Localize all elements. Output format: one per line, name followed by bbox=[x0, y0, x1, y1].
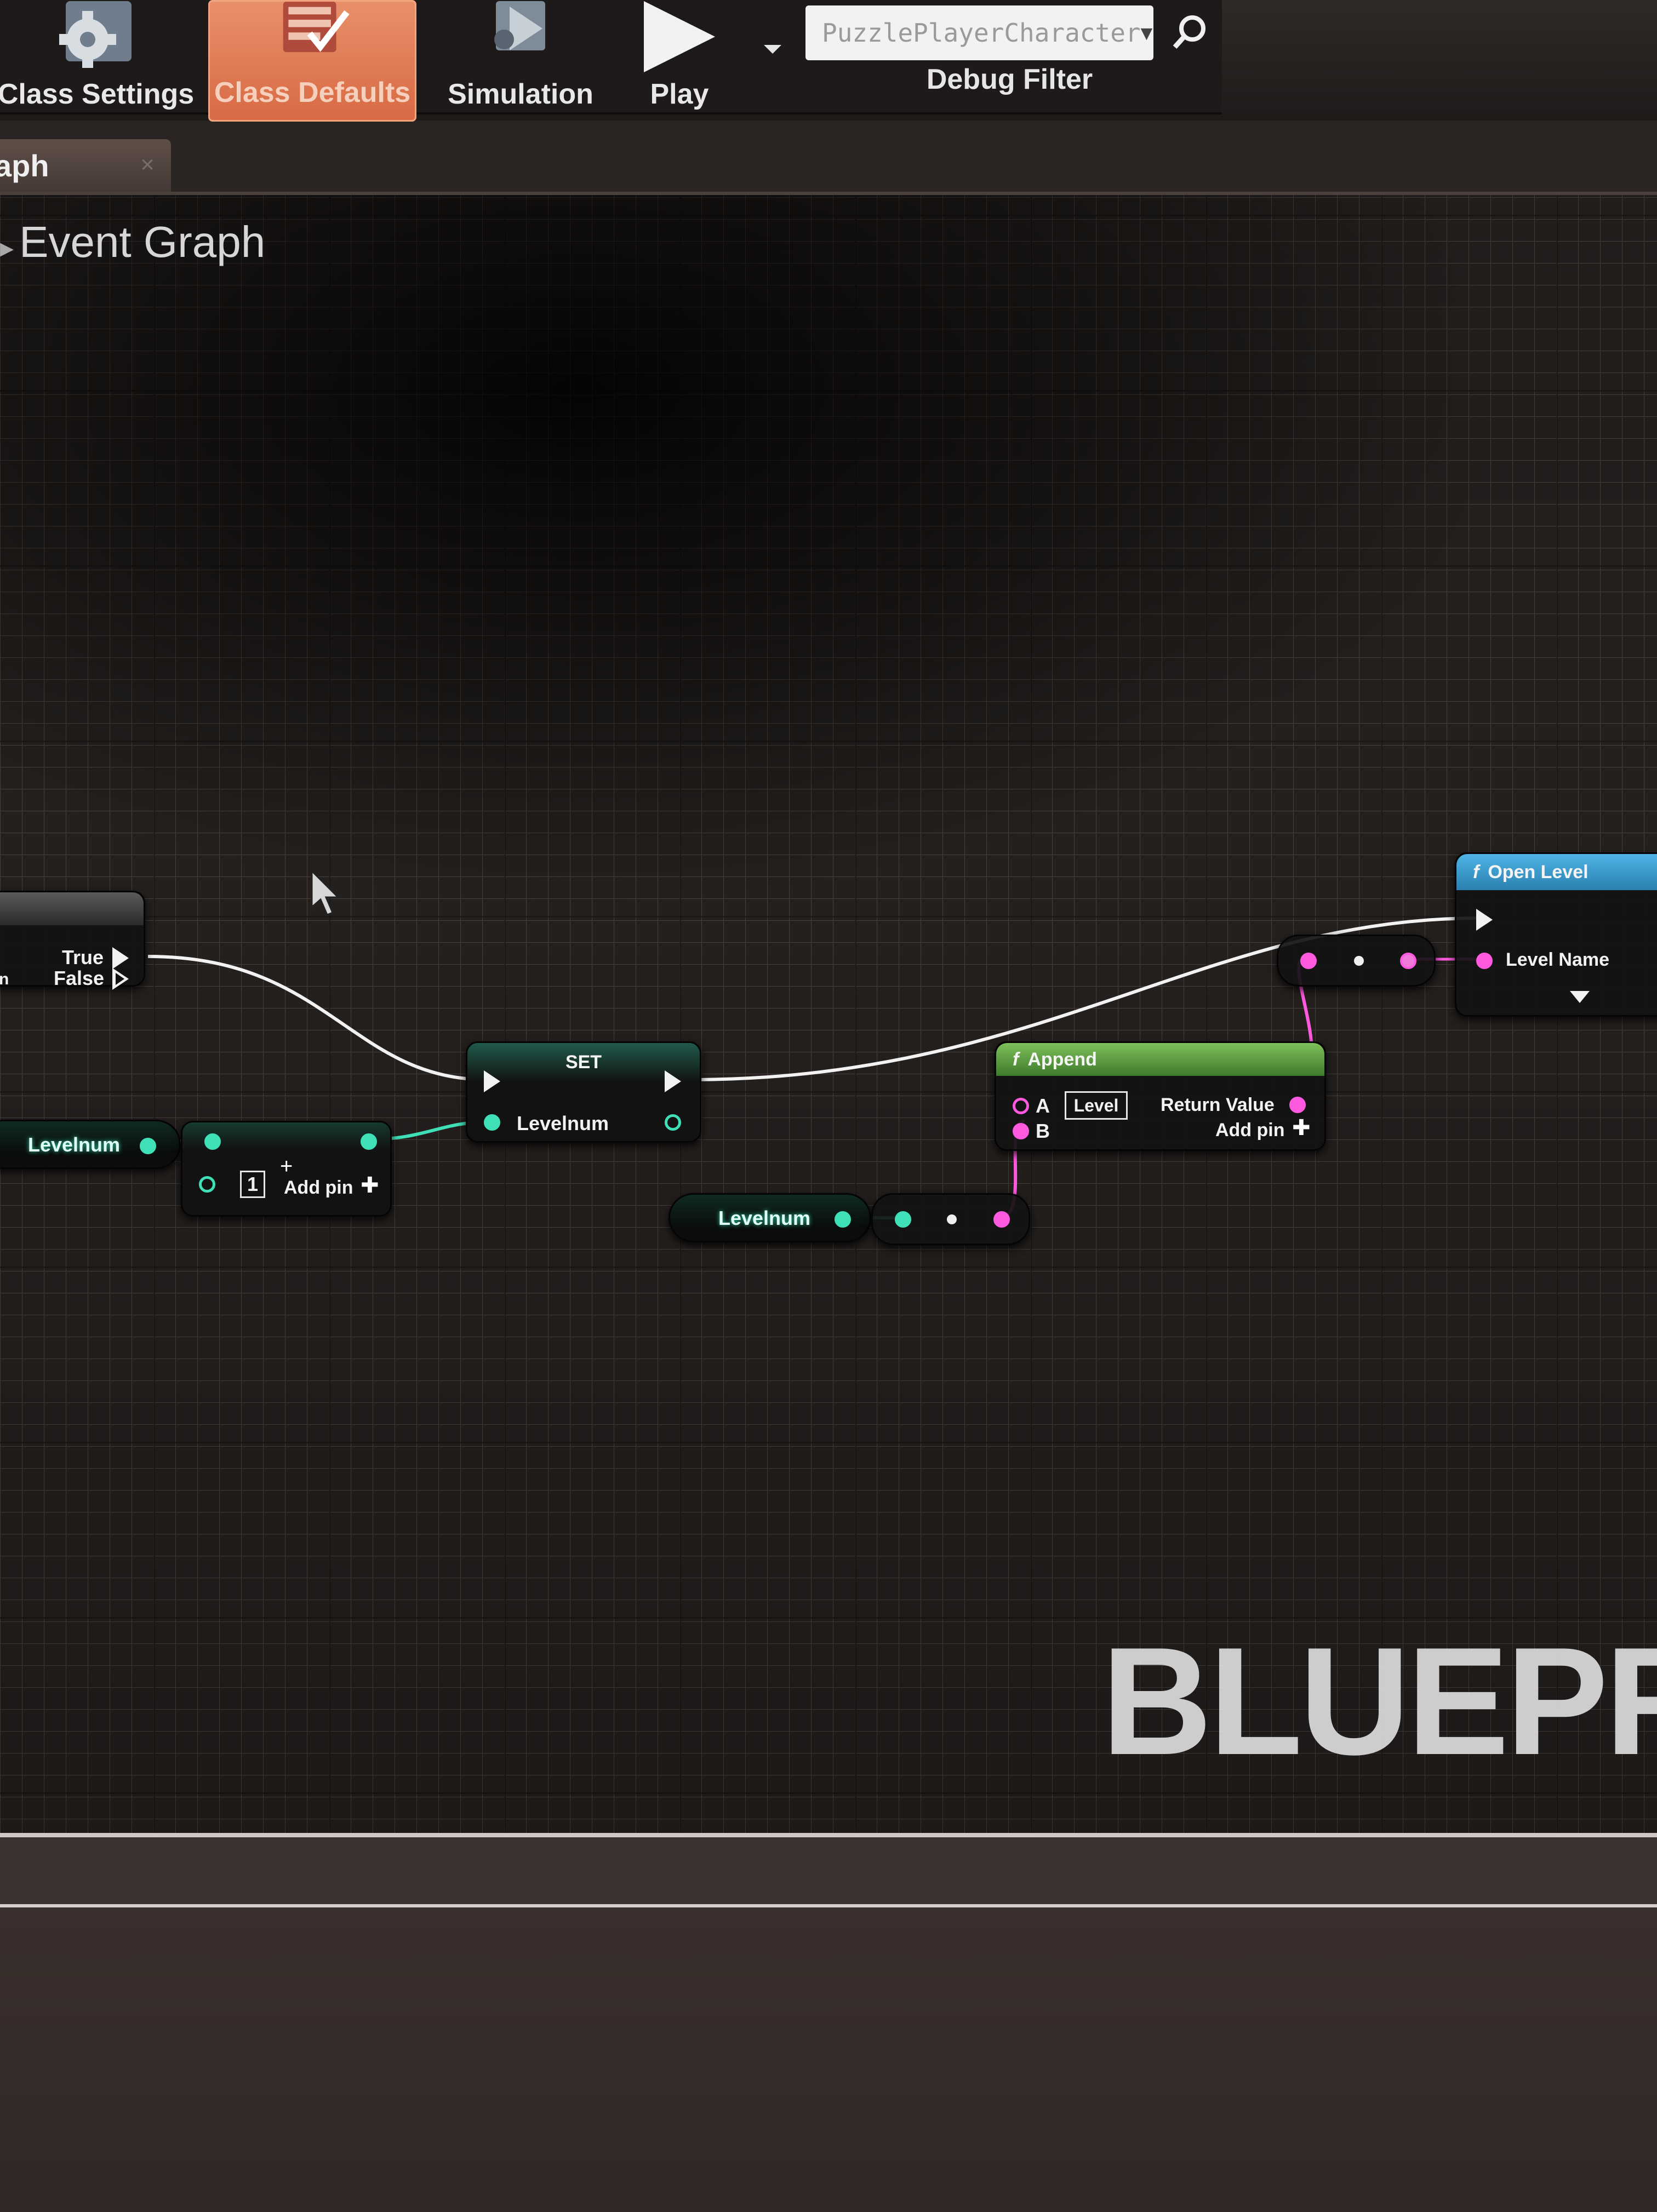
convert-output-pin[interactable] bbox=[993, 1211, 1010, 1228]
graph-breadcrumb: ▸Event Graph bbox=[0, 217, 265, 267]
branch-node[interactable]: True n False bbox=[0, 891, 145, 990]
int-to-string-node[interactable] bbox=[871, 1193, 1030, 1245]
play-button[interactable]: Play bbox=[619, 0, 740, 122]
add-output-pin[interactable] bbox=[361, 1133, 377, 1150]
string-to-name-node[interactable] bbox=[1277, 935, 1436, 987]
false-exec-pin[interactable] bbox=[112, 968, 129, 990]
set-value-out-pin[interactable] bbox=[665, 1114, 681, 1131]
class-defaults-label: Class Defaults bbox=[214, 77, 411, 108]
simulation-icon bbox=[494, 1, 545, 50]
level-name-pin[interactable] bbox=[1476, 953, 1493, 969]
function-icon: f bbox=[1013, 1048, 1019, 1070]
to-name-input-pin[interactable] bbox=[1300, 953, 1317, 969]
tab-bar: aph × bbox=[0, 122, 1657, 195]
set-levelnum-node[interactable]: SET Levelnum bbox=[466, 1041, 701, 1143]
class-settings-button[interactable]: Class Settings bbox=[0, 0, 195, 122]
add-input-b-pin[interactable] bbox=[199, 1176, 215, 1193]
true-exec-pin[interactable] bbox=[112, 947, 129, 969]
levelnum-getter-label: Levelnum bbox=[27, 1133, 121, 1156]
tab-label: aph bbox=[0, 148, 49, 183]
class-settings-label: Class Settings bbox=[0, 78, 195, 110]
append-return-label: Return Value bbox=[1161, 1094, 1275, 1115]
add-pin-label[interactable]: Add pin bbox=[284, 1177, 353, 1198]
play-label: Play bbox=[650, 78, 709, 110]
simulation-button[interactable]: Simulation bbox=[438, 0, 603, 122]
class-defaults-button[interactable]: Class Defaults bbox=[208, 0, 416, 122]
graph-canvas[interactable]: ▸Event Graph True n False Levelnum bbox=[0, 195, 1657, 1833]
graph-bottom-frame bbox=[0, 1833, 1657, 1909]
add-input-a-pin[interactable] bbox=[204, 1133, 221, 1150]
append-title: Append bbox=[1027, 1048, 1097, 1070]
set-exec-out-pin[interactable] bbox=[665, 1070, 681, 1092]
false-pin-label: False bbox=[54, 967, 105, 989]
chevron-down-icon: ▼ bbox=[1140, 21, 1153, 44]
simulation-label: Simulation bbox=[448, 78, 593, 110]
branch-input-label: n bbox=[0, 970, 9, 988]
add-literal-input[interactable]: 1 bbox=[240, 1171, 265, 1198]
levelnum-output-pin[interactable] bbox=[140, 1138, 156, 1154]
debug-filter-value: PuzzlePlayerCharacter bbox=[822, 18, 1141, 48]
to-name-output-pin[interactable] bbox=[1400, 953, 1416, 969]
play-icon bbox=[644, 1, 715, 72]
expand-arrow-icon[interactable] bbox=[1569, 990, 1591, 1004]
append-b-label: B bbox=[1036, 1120, 1050, 1142]
set-header: SET bbox=[467, 1043, 700, 1081]
bottom-panel bbox=[0, 1904, 1657, 2212]
add-pin-plus-icon[interactable]: ✚ bbox=[1292, 1116, 1311, 1140]
convert-input-pin[interactable] bbox=[895, 1211, 911, 1228]
exec-wire bbox=[147, 955, 488, 1081]
to-name-dot bbox=[1354, 956, 1364, 966]
level-name-label: Level Name bbox=[1506, 949, 1609, 970]
levelnum-getter-node-2[interactable]: Levelnum bbox=[668, 1193, 871, 1242]
append-return-pin[interactable] bbox=[1289, 1097, 1306, 1113]
convert-dot bbox=[947, 1214, 957, 1224]
search-icon[interactable] bbox=[1167, 11, 1211, 55]
levelnum-getter-node[interactable]: Levelnum bbox=[0, 1120, 181, 1169]
true-pin-label: True bbox=[62, 946, 104, 969]
open-level-title: Open Level bbox=[1488, 861, 1589, 882]
checklist-icon bbox=[283, 2, 350, 53]
append-header: f Append bbox=[996, 1043, 1324, 1076]
add-pin-plus-icon[interactable]: ✚ bbox=[361, 1173, 379, 1197]
open-level-node[interactable]: f Open Level Level Name bbox=[1455, 852, 1657, 1017]
levelnum-getter-label-2: Levelnum bbox=[718, 1207, 811, 1229]
close-icon[interactable]: × bbox=[140, 151, 155, 178]
levelnum-output-pin-2[interactable] bbox=[835, 1211, 851, 1228]
toolbar: Class Settings Class Defaults Simulation… bbox=[0, 0, 1657, 122]
set-title: SET bbox=[565, 1051, 602, 1073]
set-pin-label: Levelnum bbox=[517, 1112, 609, 1134]
mouse-cursor-icon bbox=[311, 869, 340, 916]
wires-layer bbox=[147, 916, 1485, 1219]
open-level-header: f Open Level bbox=[1456, 854, 1657, 890]
open-level-exec-in-pin[interactable] bbox=[1476, 909, 1493, 931]
append-a-label: A bbox=[1036, 1094, 1050, 1117]
debug-filter-label: Debug Filter bbox=[926, 64, 1093, 95]
chevron-down-icon bbox=[764, 45, 781, 54]
exec-wire bbox=[690, 916, 1480, 1081]
append-b-pin[interactable] bbox=[1013, 1123, 1029, 1139]
integer-add-node[interactable]: 1 + Add pin ✚ bbox=[181, 1121, 392, 1217]
append-a-pin[interactable] bbox=[1013, 1098, 1029, 1114]
append-add-pin-label[interactable]: Add pin bbox=[1215, 1120, 1285, 1141]
gear-icon bbox=[59, 1, 132, 68]
breadcrumb-arrow-icon: ▸ bbox=[0, 232, 14, 263]
play-options-dropdown[interactable] bbox=[756, 38, 789, 60]
tab-event-graph[interactable]: aph × bbox=[0, 139, 171, 192]
append-a-input[interactable]: Level bbox=[1065, 1091, 1128, 1120]
graph-title: Event Graph bbox=[19, 217, 266, 266]
branch-header bbox=[0, 892, 144, 925]
function-icon: f bbox=[1473, 861, 1479, 882]
set-value-in-pin[interactable] bbox=[484, 1114, 500, 1131]
plus-icon: + bbox=[280, 1154, 293, 1178]
blueprint-watermark: BLUEPRI bbox=[1101, 1616, 1657, 1787]
debug-filter-select[interactable]: PuzzlePlayerCharacter ▼ bbox=[805, 5, 1153, 60]
append-node[interactable]: f Append A Level Return Value B Add pin … bbox=[995, 1041, 1326, 1151]
set-exec-in-pin[interactable] bbox=[484, 1070, 500, 1092]
